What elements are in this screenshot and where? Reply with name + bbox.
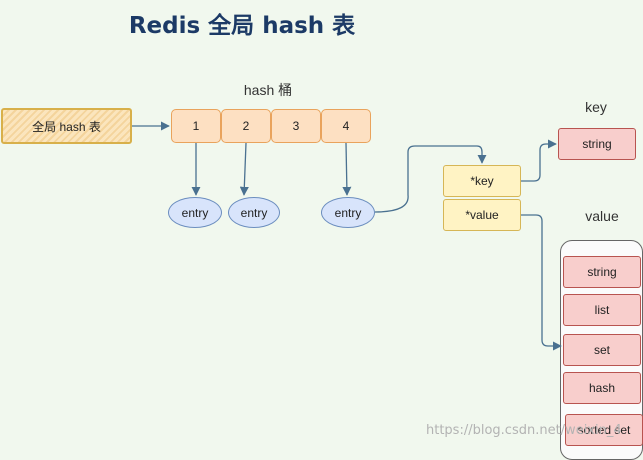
entry-node-1: entry xyxy=(168,197,222,228)
hash-bucket-2: 2 xyxy=(221,109,271,143)
hash-bucket-3: 3 xyxy=(271,109,321,143)
arrow-entry-to-key-field xyxy=(374,145,487,213)
key-label: key xyxy=(585,99,607,115)
value-type-hash: hash xyxy=(563,372,641,404)
global-hash-table-box: 全局 hash 表 xyxy=(1,108,132,144)
hash-bucket-label: hash 桶 xyxy=(243,82,293,98)
watermark: https://blog.csdn.net/weixin_4 xyxy=(426,423,622,438)
value-label: value xyxy=(585,208,619,224)
entry-node-2: entry xyxy=(228,197,280,228)
diagram-title: Redis 全局 hash 表 xyxy=(128,13,356,39)
entry-value-pointer: *value xyxy=(443,199,521,231)
arrow-key-to-string xyxy=(521,139,557,182)
value-type-set: set xyxy=(563,334,641,366)
key-type-string: string xyxy=(558,128,636,160)
value-type-string: string xyxy=(563,256,641,288)
entry-key-pointer: *key xyxy=(443,165,521,197)
arrow-bucket4-to-entry xyxy=(342,142,352,196)
global-hash-table-label: 全局 hash 表 xyxy=(32,119,101,134)
hash-bucket-1: 1 xyxy=(171,109,221,143)
arrow-bucket2-to-entry xyxy=(239,142,249,196)
arrow-value-to-types xyxy=(521,214,562,351)
value-type-list: list xyxy=(563,294,641,326)
value-type-sorted-set: sorted set xyxy=(565,414,643,446)
hash-bucket-4: 4 xyxy=(321,109,371,143)
entry-node-3: entry xyxy=(321,197,375,228)
